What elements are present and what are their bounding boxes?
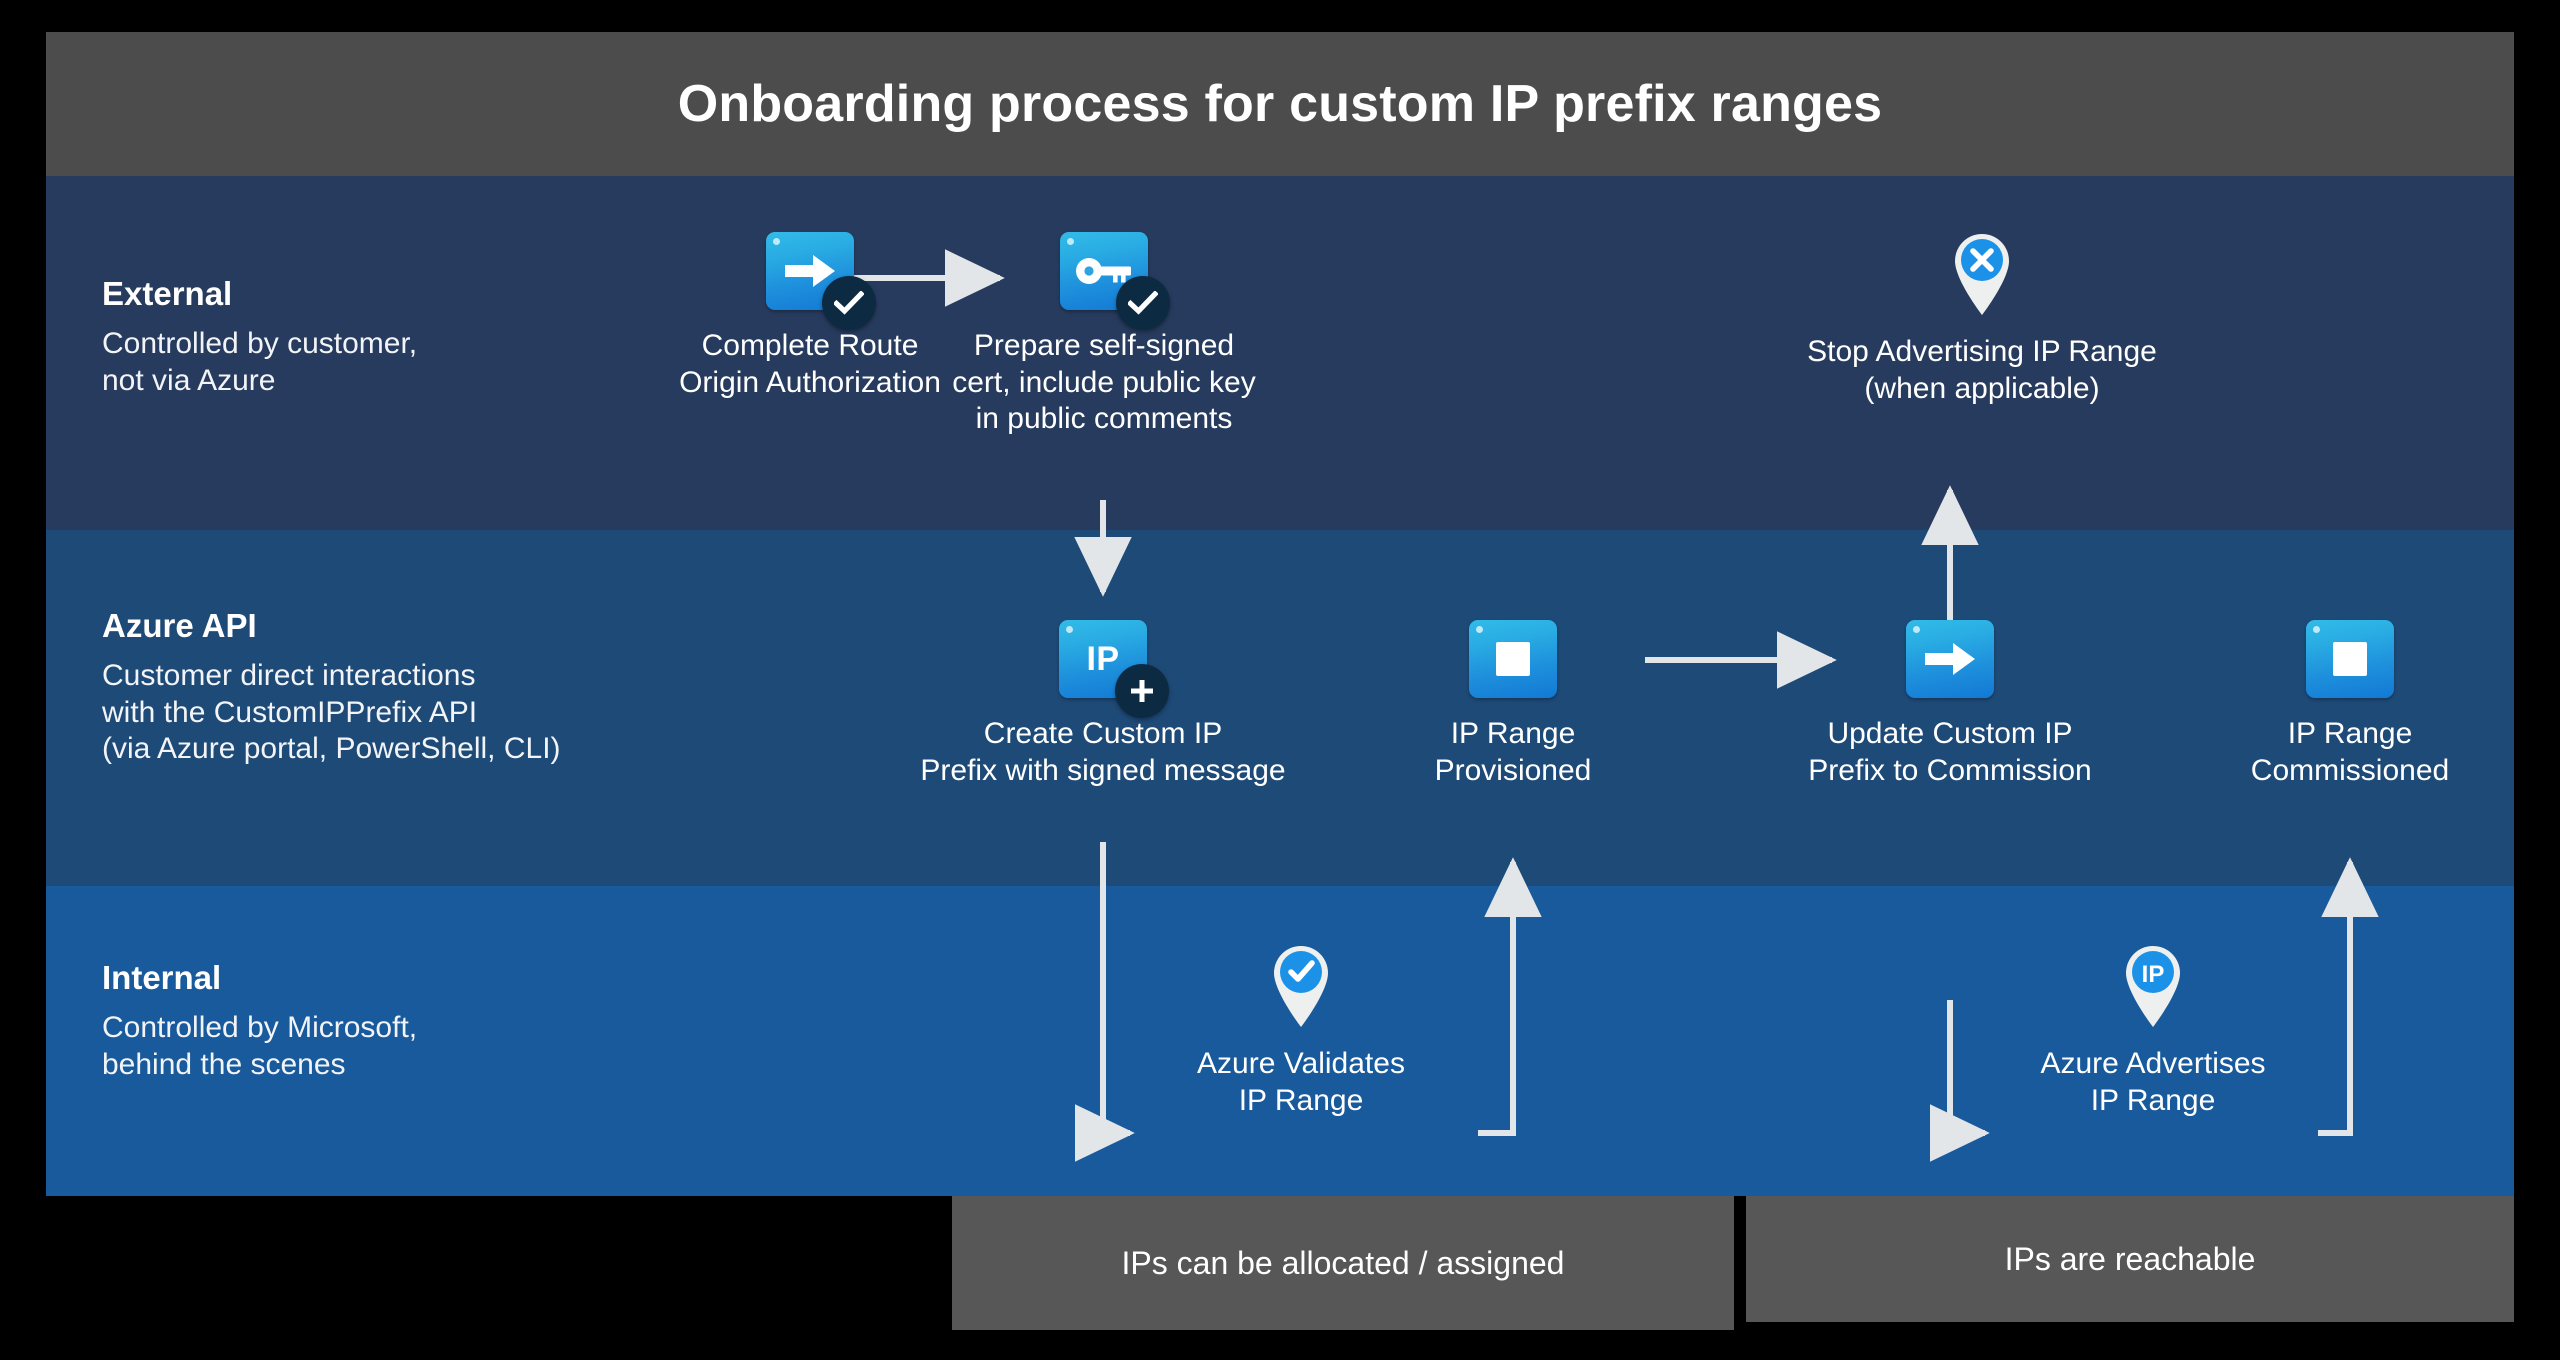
diagram-title-bar: Onboarding process for custom IP prefix …: [46, 32, 2514, 176]
check-badge-icon: [822, 276, 876, 330]
pin-ip-icon: IP: [2120, 940, 2186, 1028]
swimlane-band-azure-api: [46, 530, 2514, 886]
lane-label-external: External Controlled by customer, not via…: [102, 275, 418, 399]
node-caption: IP Range Provisioned: [1434, 717, 1592, 787]
node-ip-range-commissioned[interactable]: IP Range Commissioned: [2222, 620, 2478, 789]
ip-tile-label: IP: [1086, 640, 1120, 678]
node-complete-route-origin-authorization[interactable]: Complete Route Origin Authorization: [642, 232, 978, 401]
square-tile-icon: [2306, 620, 2394, 698]
swimlane-band-internal: [46, 886, 2514, 1196]
node-stop-advertising-ip-range[interactable]: Stop Advertising IP Range (when applicab…: [1762, 228, 2202, 407]
node-create-custom-ip-prefix[interactable]: IP Create Custom IP Prefix with signed m…: [900, 620, 1306, 789]
callout-text: IPs are reachable: [2004, 1240, 2256, 1277]
lane-subtitle-azure-api: Customer direct interactions with the Cu…: [102, 659, 561, 766]
lane-subtitle-internal: Controlled by Microsoft, behind the scen…: [102, 1011, 418, 1081]
node-azure-validates-ip-range[interactable]: Azure Validates IP Range: [1178, 940, 1424, 1119]
lane-subtitle-external: Controlled by customer, not via Azure: [102, 327, 418, 397]
node-caption: Azure Validates IP Range: [1197, 1047, 1405, 1117]
node-caption: Prepare self-signed cert, include public…: [952, 329, 1256, 436]
node-azure-advertises-ip-range[interactable]: IP Azure Advertises IP Range: [2020, 940, 2286, 1119]
node-caption: Complete Route Origin Authorization: [679, 329, 941, 399]
swimlane-band-external: [46, 176, 2514, 530]
node-ip-range-provisioned[interactable]: IP Range Provisioned: [1388, 620, 1638, 789]
callout-ips-reachable: IPs are reachable: [1746, 1196, 2514, 1322]
lane-label-internal: Internal Controlled by Microsoft, behind…: [102, 959, 418, 1083]
arrow-tile-icon: [766, 232, 876, 330]
pin-x-icon: [1949, 228, 2015, 316]
node-caption: Stop Advertising IP Range (when applicab…: [1807, 335, 2157, 405]
plus-badge-icon: [1115, 664, 1169, 718]
lane-title-internal: Internal: [102, 959, 222, 996]
lane-label-azure-api: Azure API Customer direct interactions w…: [102, 607, 561, 768]
node-caption: IP Range Commissioned: [2250, 717, 2450, 787]
lane-title-azure-api: Azure API: [102, 607, 257, 644]
square-tile-icon: [1469, 620, 1557, 698]
node-caption: Azure Advertises IP Range: [2040, 1047, 2266, 1117]
callout-text: IPs can be allocated / assigned: [1121, 1244, 1565, 1281]
arrow-tile-icon: [1906, 620, 1994, 698]
node-prepare-self-signed-cert[interactable]: Prepare self-signed cert, include public…: [936, 232, 1272, 438]
node-caption: Create Custom IP Prefix with signed mess…: [920, 717, 1286, 787]
node-update-custom-ip-prefix-to-commission[interactable]: Update Custom IP Prefix to Commission: [1790, 620, 2110, 789]
callout-ips-allocated: IPs can be allocated / assigned: [952, 1196, 1734, 1330]
svg-text:IP: IP: [2142, 961, 2165, 988]
check-badge-icon: [1116, 276, 1170, 330]
page-title: Onboarding process for custom IP prefix …: [677, 75, 1883, 133]
pin-check-icon: [1268, 940, 1334, 1028]
key-tile-icon: [1060, 232, 1170, 330]
ip-tile-icon: IP: [1059, 620, 1169, 718]
node-caption: Update Custom IP Prefix to Commission: [1808, 717, 2092, 787]
lane-title-external: External: [102, 275, 233, 312]
